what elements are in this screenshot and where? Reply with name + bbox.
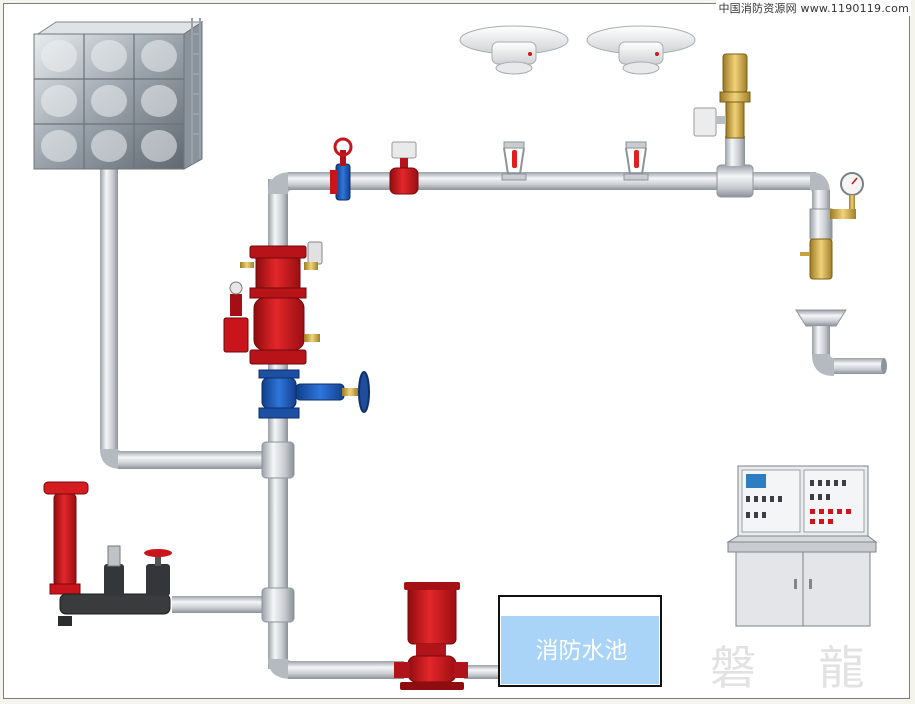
vent-riser-pipe — [725, 136, 745, 166]
signal-butterfly-valve — [330, 137, 353, 201]
drain-funnel — [795, 309, 887, 376]
end-test-valve — [800, 208, 856, 280]
sprinkler-head-2 — [623, 141, 649, 181]
alarm-valve-group — [223, 241, 323, 365]
automatic-air-vent — [693, 53, 751, 139]
pump-adapter — [43, 481, 172, 626]
diagram-frame: 消防水池 磐 龍 — [3, 3, 910, 699]
test-pressure-gauge — [840, 172, 864, 215]
distribution-main-pipe — [288, 172, 816, 190]
smoke-detector-1 — [459, 25, 569, 75]
pump-outlet-pipe — [288, 661, 404, 679]
smoke-detector-2 — [586, 25, 696, 75]
tank-pipe-elbow — [100, 449, 122, 469]
gate-valve-blue — [258, 369, 370, 419]
water-flow-indicator — [389, 141, 419, 195]
fire-control-cabinet — [726, 465, 878, 627]
pump-suction-pipe — [464, 665, 504, 679]
brand-watermark: 磐 龍 — [710, 641, 889, 695]
sprinkler-system-diagram — [33, 18, 887, 690]
source-watermark: 中国消防资源网 www.1190119.com — [716, 0, 911, 16]
riser-top-elbow — [268, 172, 292, 194]
sprinkler-head-1 — [501, 141, 527, 181]
tee-coupling-upper — [261, 441, 295, 479]
tank-outlet-pipe — [100, 169, 118, 452]
fire-pool — [498, 595, 662, 687]
pipe-network — [100, 136, 830, 679]
adapter-pipe — [172, 596, 268, 613]
vent-tee-coupling — [716, 164, 754, 198]
fire-pump — [394, 582, 468, 690]
end-elbow — [810, 172, 830, 194]
elevated-water-tank — [33, 18, 204, 170]
riser-bottom-elbow — [268, 659, 292, 679]
tee-coupling-lower — [261, 587, 295, 623]
tank-to-riser-pipe — [118, 451, 268, 469]
